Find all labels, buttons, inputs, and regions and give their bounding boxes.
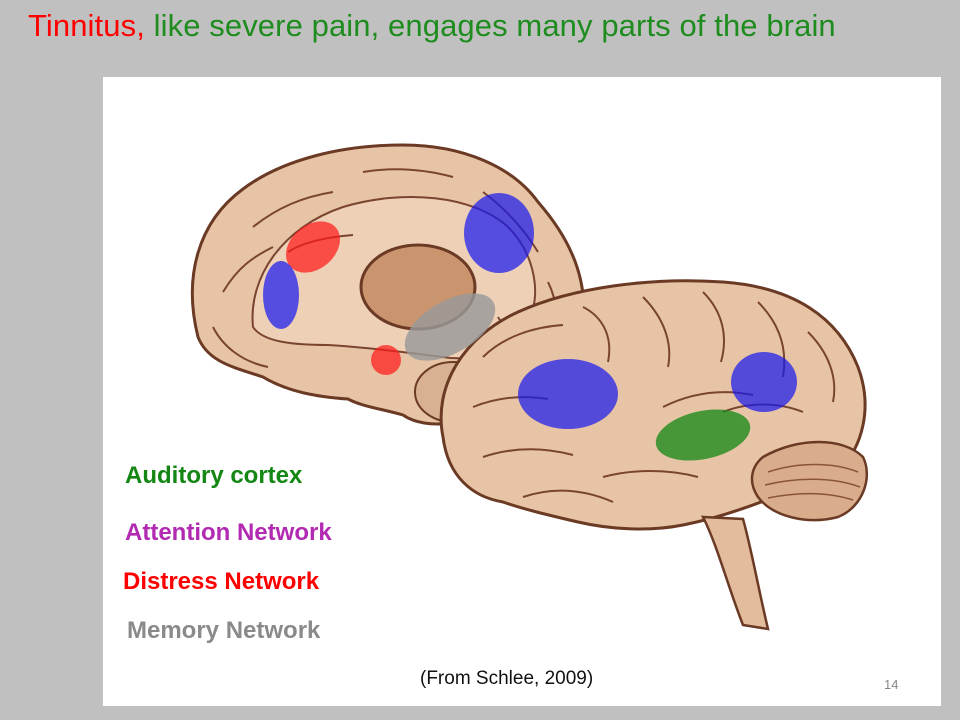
cerebellum-folia xyxy=(764,463,861,501)
slide-title: Tinnitus, like severe pain, engages many… xyxy=(28,8,836,44)
page-number: 14 xyxy=(884,677,899,692)
memory-region xyxy=(404,293,496,361)
cerebellum xyxy=(750,440,869,522)
legend-attention-network: Attention Network xyxy=(125,519,332,546)
lateral-gyri xyxy=(472,291,836,503)
legend-auditory-cortex: Auditory cortex xyxy=(125,462,303,489)
attention-region-lateral-2 xyxy=(731,352,797,412)
legend-distress-network: Distress Network xyxy=(123,568,320,595)
brainstem-lateral xyxy=(700,515,770,631)
title-rest: like severe pain, engages many parts of … xyxy=(153,8,836,43)
citation: (From Schlee, 2009) xyxy=(420,668,594,689)
title-tinnitus: Tinnitus, xyxy=(28,8,145,43)
lateral-brain xyxy=(439,279,869,631)
distress-region-1 xyxy=(286,221,340,273)
attention-region-medial-2 xyxy=(464,193,534,273)
auditory-region xyxy=(655,409,751,461)
figure-panel: Auditory cortex Attention Network Distre… xyxy=(103,77,941,706)
attention-region-medial-1 xyxy=(263,261,299,329)
brain-illustration xyxy=(190,143,869,631)
attention-region-lateral-1 xyxy=(518,359,618,429)
distress-region-2 xyxy=(371,345,401,375)
legend-memory-network: Memory Network xyxy=(127,617,321,644)
